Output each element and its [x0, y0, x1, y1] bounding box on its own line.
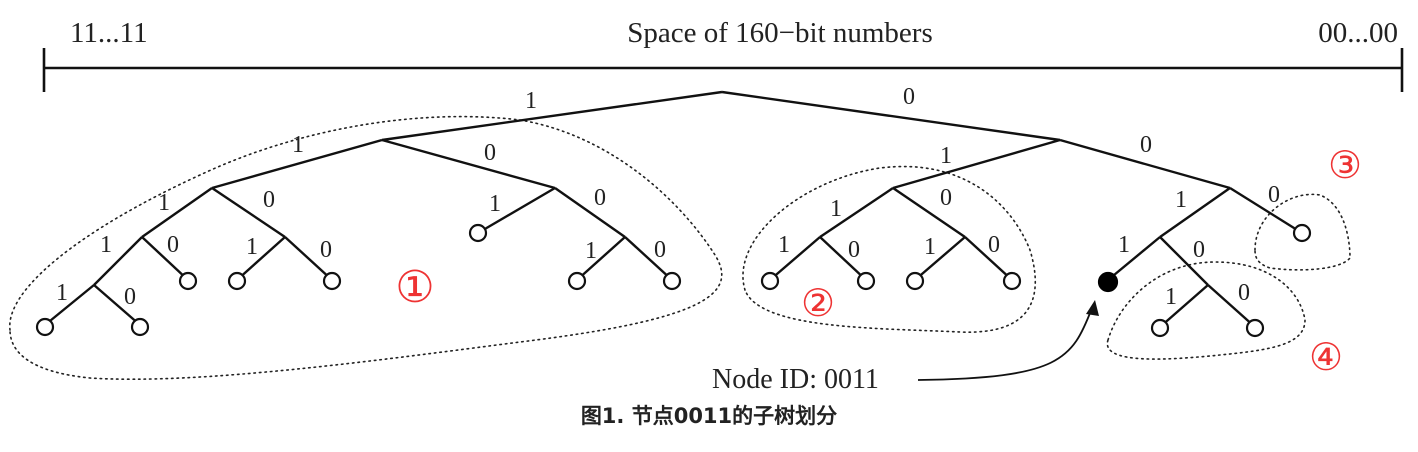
edge-label: 1	[158, 190, 170, 216]
edge-label: 1	[778, 232, 790, 258]
edge-label: 1	[292, 132, 304, 158]
edge-label: 0	[484, 140, 496, 166]
group-outlines	[9, 115, 1351, 380]
leaf-node	[567, 271, 587, 291]
node-id-label: Node ID: 0011	[712, 364, 879, 395]
edge-label: 0	[940, 185, 952, 211]
edge-label: 0	[1238, 280, 1250, 306]
edge-label: 0	[167, 232, 179, 258]
group-2-outline	[742, 165, 1037, 333]
edge-label: 1	[585, 238, 597, 264]
leaf-node	[178, 271, 198, 291]
leaf-nodes	[35, 223, 1312, 338]
edge-label: 1	[924, 234, 936, 260]
leaf-node	[662, 271, 682, 291]
edge-label: 1	[489, 191, 501, 217]
leaf-node	[130, 317, 150, 337]
edge-labels: 1 0 1 0 1 0 1 0 1 0 1 0 1 0 1 0 1 0 1 0 …	[56, 84, 1280, 310]
edge-label: 0	[654, 237, 666, 263]
axis-right-label: 00...00	[1318, 17, 1398, 49]
figure-caption: 图1. 节点0011的子树划分	[580, 404, 838, 428]
edge-label: 0	[1193, 237, 1205, 263]
group-1-outline	[9, 115, 723, 380]
axis-left-label: 11...11	[70, 17, 148, 49]
edge-label: 1	[100, 232, 112, 258]
leaf-node	[227, 271, 247, 291]
edge-label: 0	[988, 232, 1000, 258]
edge-label: 0	[1268, 182, 1280, 208]
edge-label: 1	[830, 196, 842, 222]
group-number-3: ③	[1328, 143, 1362, 187]
self-node	[1097, 271, 1119, 293]
leaf-node	[1292, 223, 1312, 243]
edge-label: 1	[56, 280, 68, 306]
group-number-1: ①	[395, 262, 434, 313]
edge-label: 0	[124, 284, 136, 310]
leaf-node	[760, 271, 780, 291]
leaf-node	[35, 317, 55, 337]
edge-label: 1	[1175, 187, 1187, 213]
leaf-node	[856, 271, 876, 291]
edge-label: 0	[320, 237, 332, 263]
edge-label: 0	[1140, 132, 1152, 158]
leaf-node	[905, 271, 925, 291]
leaf-node	[1245, 318, 1265, 338]
edge-label: 1	[940, 143, 952, 169]
edge-label: 0	[848, 237, 860, 263]
id-space-axis: 11...11 Space of 160−bit numbers 00...00	[42, 17, 1404, 92]
leaf-node	[468, 223, 488, 243]
group-4-outline	[1106, 261, 1306, 360]
edge-label: 1	[246, 234, 258, 260]
leaf-node	[1002, 271, 1022, 291]
group-numbers: ① ② ③ ④	[395, 143, 1362, 379]
edge-label: 1	[1118, 232, 1130, 258]
edge-label: 1	[1165, 284, 1177, 310]
tree-edges	[44, 90, 1303, 328]
edge-label: 1	[525, 88, 537, 114]
edge-label: 0	[594, 185, 606, 211]
edge-label: 0	[263, 187, 275, 213]
edge-label: 0	[903, 84, 915, 110]
node-id-pointer: Node ID: 0011	[712, 300, 1099, 395]
leaf-node	[322, 271, 342, 291]
axis-title: Space of 160−bit numbers	[627, 17, 933, 49]
leaf-node	[1150, 318, 1170, 338]
group-number-2: ②	[801, 281, 835, 325]
group-number-4: ④	[1309, 335, 1343, 379]
